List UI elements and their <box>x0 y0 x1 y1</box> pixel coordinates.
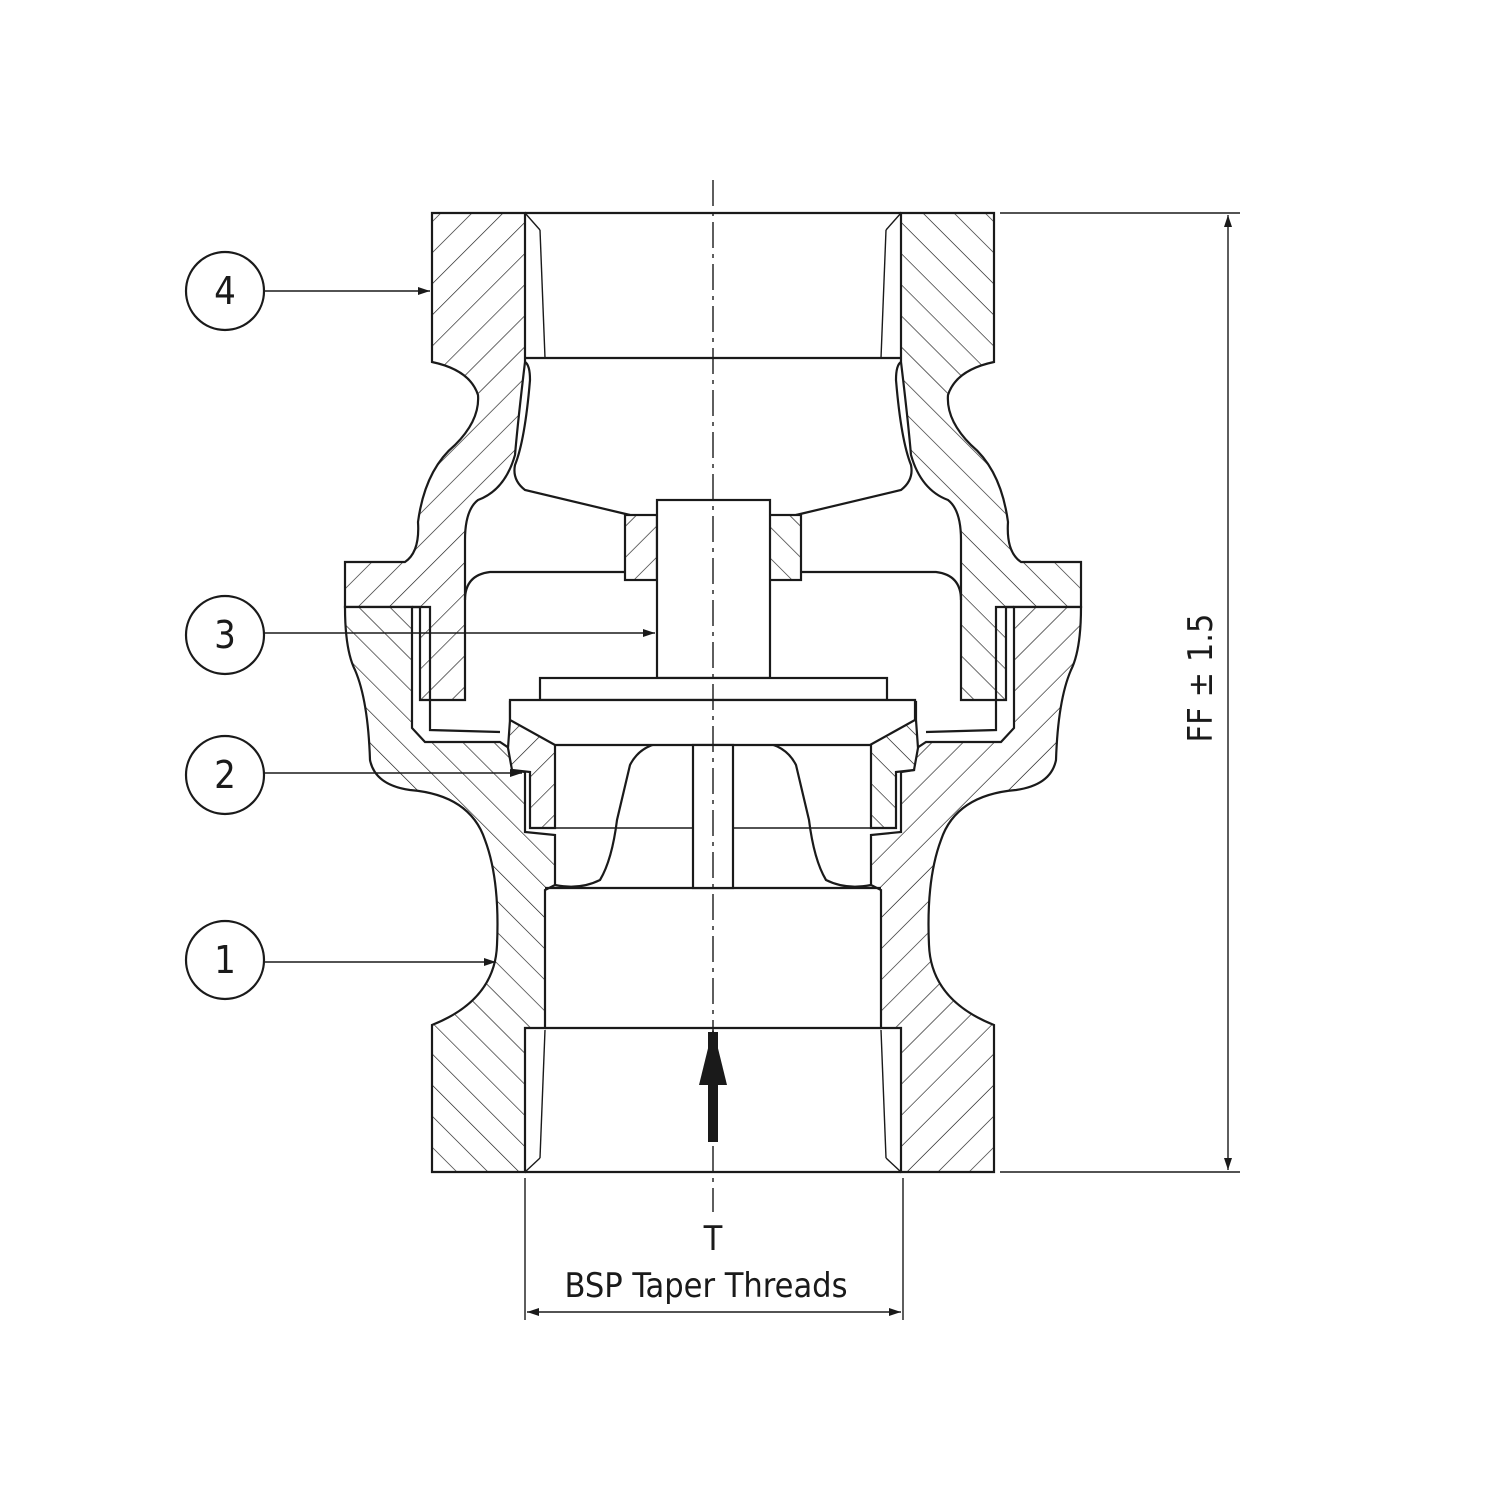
thread-symbol: T <box>703 1219 723 1259</box>
lower-cavity-contour <box>463 570 625 601</box>
thread-dimension: T BSP Taper Threads <box>524 1178 904 1320</box>
thread-chamfer <box>524 1157 541 1173</box>
balloon-3: 3 <box>184 594 655 676</box>
balloon-4: 4 <box>184 250 430 332</box>
flow-arrow-icon <box>699 1028 727 1085</box>
balloon-label: 4 <box>214 269 236 313</box>
guide-block <box>623 513 659 582</box>
thread-chamfer <box>524 212 541 231</box>
thread-line <box>539 229 546 359</box>
liner <box>412 605 501 734</box>
disc-leg <box>554 740 666 888</box>
balloon-label: 1 <box>214 938 236 982</box>
balloon-1: 1 <box>184 919 496 1001</box>
height-dimension: FF ± 1.5 <box>1000 212 1240 1173</box>
disc-cone <box>508 698 917 747</box>
thread-label: BSP Taper Threads <box>564 1266 847 1306</box>
upper-cavity-contour <box>513 361 631 517</box>
balloon-label: 3 <box>214 613 236 657</box>
height-dimension-label: FF ± 1.5 <box>1181 614 1221 743</box>
part-1-lower-body <box>343 605 557 1174</box>
balloon-2: 2 <box>184 734 522 816</box>
balloon-label: 2 <box>214 753 236 797</box>
valve-half-section <box>343 211 713 1174</box>
part-4-coupler-body <box>343 211 527 702</box>
thread-line <box>539 1029 546 1159</box>
